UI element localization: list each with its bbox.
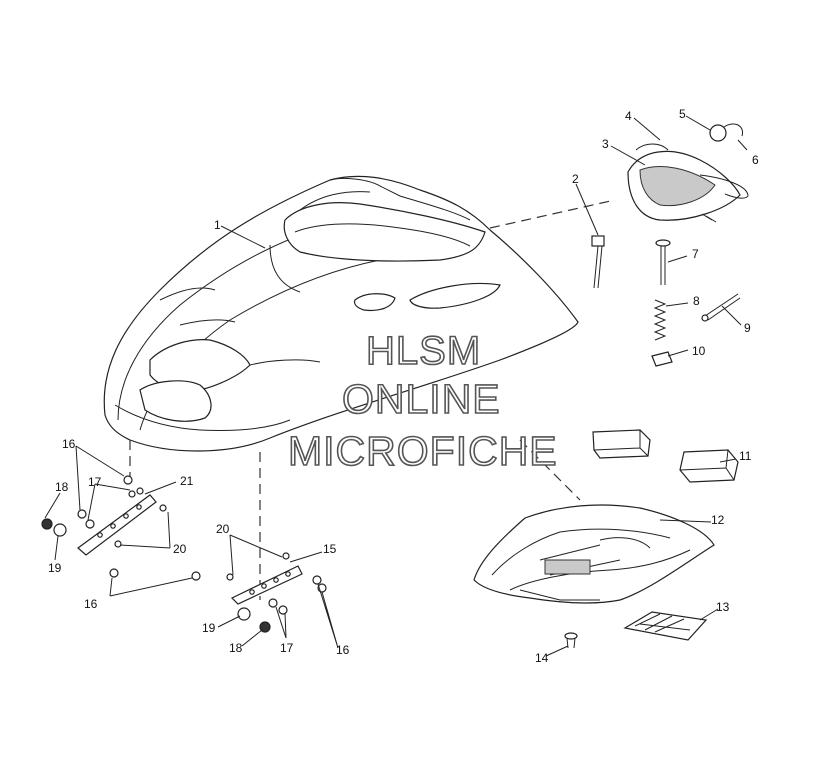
callout-16-right: 16 [336,643,350,657]
callout-20-left: 20 [173,542,187,556]
callout-19-left: 19 [48,561,62,575]
callout-17-left: 17 [88,475,102,489]
leader-lines [44,115,748,657]
callout-13: 13 [716,600,730,614]
callout-18-right: 18 [229,641,243,655]
callout-3: 3 [602,137,609,151]
alignment-line [519,439,581,501]
callout-12: 12 [711,513,725,527]
callout-6: 6 [752,153,759,167]
screw-part [591,235,605,289]
belly-pan-part [473,504,715,604]
callout-7: 7 [692,247,699,261]
grille-part [623,611,708,641]
callout-20-right: 20 [216,522,230,536]
callout-17-right: 17 [280,641,294,655]
watermark: HLSM ONLINE MICROFICHE [287,328,558,475]
callout-8: 8 [693,294,700,308]
watermark-line-1: HLSM [366,329,481,373]
watermark-line-2: ONLINE [342,376,501,422]
callout-14: 14 [535,651,549,665]
callout-labels: 1 2 3 4 5 6 7 8 9 10 11 12 13 14 15 16 1… [48,107,759,665]
headlight-assembly [627,123,749,223]
bolt-part [655,239,671,285]
callout-15: 15 [323,542,337,556]
callout-11: 11 [739,449,752,463]
foam-block-parts [592,429,739,483]
right-bracket-part [230,565,303,605]
callout-2: 2 [572,172,579,186]
callout-18-left: 18 [55,480,69,494]
alignment-line [489,199,616,229]
callout-4: 4 [625,109,632,123]
nut-part [651,351,673,367]
hood-assembly [103,175,579,452]
callout-21: 21 [180,474,194,488]
callout-5: 5 [679,107,686,121]
watermark-line-3: MICROFICHE [288,428,558,474]
callout-10: 10 [692,344,706,358]
callout-19-right: 19 [202,621,216,635]
left-bracket-part [77,494,157,556]
spring-part [653,299,667,341]
callout-1: 1 [214,218,221,232]
screw-14-part [564,632,578,649]
callout-9: 9 [744,321,751,335]
hardware-parts [41,475,327,633]
callout-16-left: 16 [84,597,98,611]
pin-part [701,293,741,322]
callout-16-upper: 16 [62,437,76,451]
